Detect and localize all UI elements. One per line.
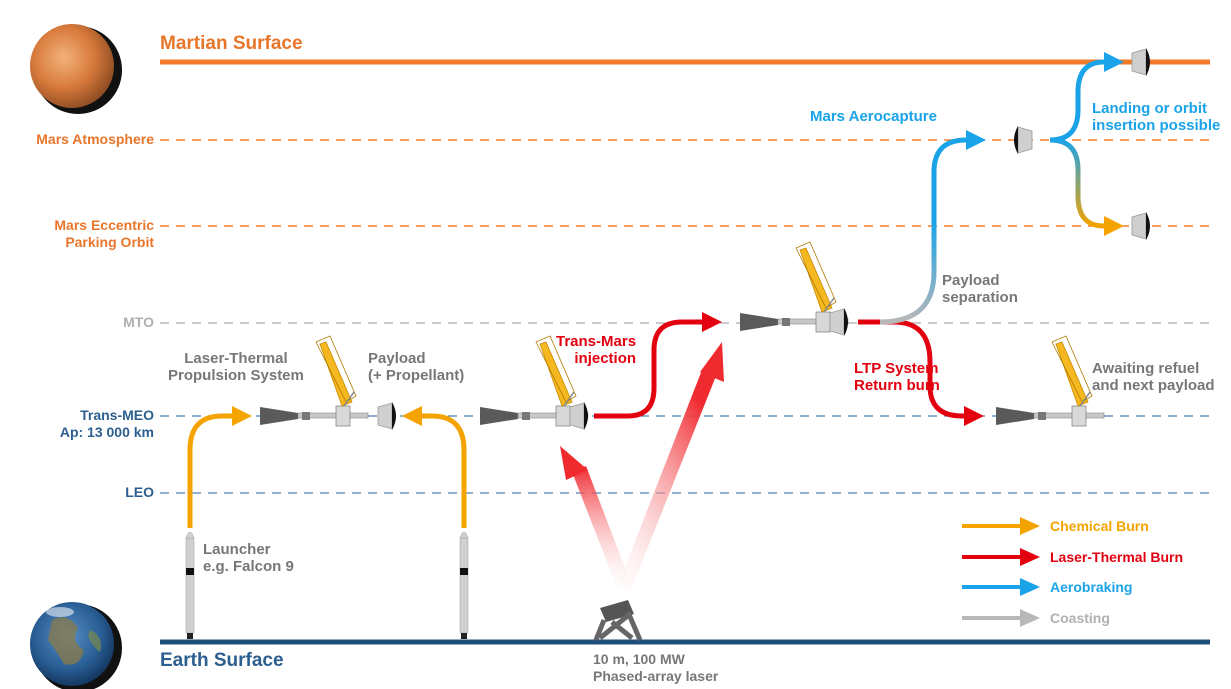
laser-array-icon: [593, 600, 643, 641]
aerocapture-arrowhead: [966, 130, 986, 150]
payload-separation-label: Payload separation: [942, 272, 1018, 306]
return-burn-arrowhead: [964, 406, 984, 426]
landing-label: Landing or orbit insertion possible: [1092, 100, 1220, 134]
chemical-burn-path-2: [418, 413, 467, 528]
laser-array-label-line2: Phased-array laser: [593, 668, 719, 684]
payload-capsule-icon: [1013, 125, 1033, 155]
payload-capsule-icon: [1131, 211, 1151, 241]
landing-label-line2: insertion possible: [1092, 117, 1221, 134]
payload-capsule-icon: [829, 307, 849, 337]
ltp-system-label: Laser-Thermal Propulsion System: [168, 350, 304, 384]
chemical-burn-arrowhead-2: [402, 406, 422, 426]
return-burn-label: LTP System Return burn: [854, 360, 940, 394]
legend-chemical-label: Chemical Burn: [1050, 518, 1149, 534]
trans-mars-injection-path: [594, 319, 706, 419]
payload-capsule-icon: [377, 401, 397, 431]
legend-aero-arrow: [962, 578, 1040, 596]
payload-label-line2: (+ Propellant): [368, 367, 465, 384]
tmi-arrowhead: [702, 312, 722, 332]
earth-surface-label: Earth Surface: [160, 650, 284, 671]
ltp-system-label-line1: Laser-Thermal: [184, 350, 288, 367]
trans-mars-injection-label: Trans-Mars injection: [556, 333, 636, 367]
mars-parking-orbit-label: Mars Eccentric Parking Orbit: [54, 217, 154, 251]
orbit-insertion-arrowhead: [1104, 216, 1124, 236]
legend-coast-arrow: [962, 609, 1040, 627]
orbit-insertion-path: [1049, 137, 1108, 229]
legend-chemical-arrow: [962, 517, 1040, 535]
landing-arrowhead: [1104, 52, 1124, 72]
mars-parking-orbit-label-line1: Mars Eccentric: [54, 217, 154, 233]
awaiting-refuel-label: Awaiting refuel and next payload: [1092, 360, 1215, 394]
launcher-label-line2: e.g. Falcon 9: [203, 558, 294, 575]
leo-label: LEO: [125, 484, 154, 500]
laser-array-label: 10 m, 100 MW Phased-array laser: [593, 651, 718, 685]
return-burn-path: [858, 319, 968, 419]
payload-capsule-icon: [1131, 47, 1151, 77]
legend-aero-label: Aerobraking: [1050, 579, 1133, 595]
mto-label: MTO: [123, 314, 154, 330]
launcher-label: Launcher e.g. Falcon 9: [203, 541, 294, 575]
payload-separation-label-line1: Payload: [942, 272, 1000, 289]
landing-path-up: [1049, 59, 1108, 143]
trans-meo-label: Trans-MEO Ap: 13 000 km: [60, 407, 154, 441]
trans-meo-label-line2: Ap: 13 000 km: [59, 424, 154, 440]
awaiting-refuel-label-line1: Awaiting refuel: [1092, 360, 1200, 377]
payload-label: Payload (+ Propellant): [368, 350, 464, 384]
mars-parking-orbit-label-line2: Parking Orbit: [65, 234, 154, 250]
ltp-system-label-line2: Propulsion System: [168, 367, 304, 384]
tmi-label-line2: injection: [574, 350, 637, 367]
launcher-rocket-icon: [185, 531, 195, 640]
laser-beam-left: [572, 466, 632, 590]
return-burn-label-line1: LTP System: [854, 360, 939, 377]
chemical-burn-path-1: [187, 413, 236, 528]
payload-capsule-icon: [569, 401, 589, 431]
mars-planet-icon: [30, 24, 122, 114]
awaiting-refuel-label-line2: and next payload: [1092, 377, 1215, 394]
trans-meo-label-line1: Trans-MEO: [80, 407, 154, 423]
payload-separation-path: [879, 137, 972, 325]
martian-surface-label: Martian Surface: [160, 33, 303, 54]
tmi-label-line1: Trans-Mars: [556, 333, 637, 350]
launcher-label-line1: Launcher: [203, 541, 271, 558]
payload-label-line1: Payload: [368, 350, 426, 367]
legend-laser-arrow: [962, 548, 1040, 566]
ltp-spacecraft-icon: [995, 335, 1105, 427]
laser-beam-left-arrowhead: [560, 446, 588, 480]
mars-atmosphere-label: Mars Atmosphere: [36, 131, 154, 147]
return-burn-label-line2: Return burn: [854, 377, 940, 394]
laser-array-label-line1: 10 m, 100 MW: [593, 651, 685, 667]
payload-separation-label-line2: separation: [942, 289, 1018, 306]
launcher-rocket-icon: [459, 531, 469, 640]
laser-beam-right: [616, 370, 716, 592]
legend-coast-label: Coasting: [1050, 610, 1110, 626]
chemical-burn-arrowhead-1: [232, 406, 252, 426]
laser-beam-right-arrowhead: [700, 342, 724, 382]
mars-aerocapture-label: Mars Aerocapture: [810, 108, 937, 125]
earth-planet-icon: [30, 602, 122, 689]
landing-label-line1: Landing or orbit: [1092, 100, 1207, 117]
legend-laser-label: Laser-Thermal Burn: [1050, 549, 1184, 565]
